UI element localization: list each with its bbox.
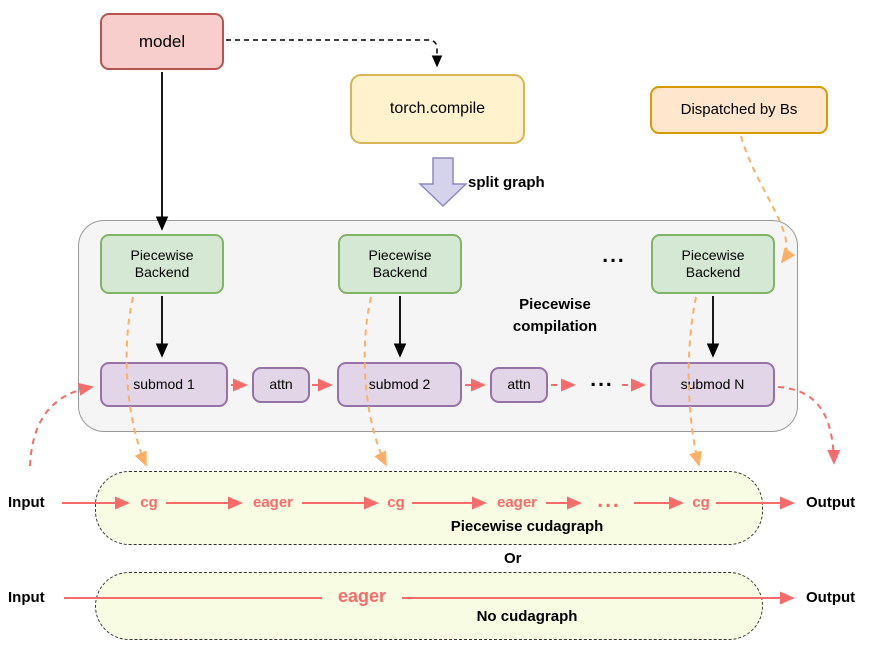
attn-1-label: attn — [269, 376, 293, 393]
torch-compile-label: torch.compile — [389, 100, 486, 117]
output-label-1: Output — [806, 494, 856, 511]
submod-n-node: submod N — [650, 362, 775, 407]
piecewise-backend-n: Piecewise Backend — [651, 234, 775, 294]
split-graph-block-arrow — [418, 157, 468, 208]
piecewise-compilation-label: Piecewise compilation — [512, 296, 598, 335]
piecewise-backend-2-label: Piecewise Backend — [368, 246, 432, 281]
piecewise-backend-1: Piecewise Backend — [100, 234, 224, 294]
arrow-model-to-torchcompile — [226, 39, 443, 68]
eager-label-2: eager — [496, 494, 538, 511]
attn-node-2: attn — [490, 367, 548, 403]
backend-ellipsis: ... — [602, 244, 626, 267]
input-label-1: Input — [8, 494, 45, 511]
submod-1-node: submod 1 — [100, 362, 228, 407]
split-graph-label: split graph — [468, 174, 545, 191]
cg-label-2: cg — [387, 494, 405, 511]
submod-ellipsis: ... — [590, 368, 614, 391]
no-cudagraph-label: No cudagraph — [476, 608, 578, 625]
submod-n-label: submod N — [680, 375, 745, 392]
model-node: model — [100, 13, 224, 70]
eager-label-1: eager — [252, 494, 294, 511]
dispatched-by-bs-label: Dispatched by Bs — [680, 100, 798, 118]
piecewise-cudagraph-box — [95, 471, 763, 545]
or-label: Or — [504, 550, 522, 567]
submod-1-label: submod 1 — [133, 375, 195, 392]
attn-2-label: attn — [507, 376, 531, 393]
output-label-2: Output — [806, 589, 856, 606]
submod-2-node: submod 2 — [337, 362, 462, 407]
eager-full-label: eager — [322, 586, 402, 607]
piecewise-cudagraph-label: Piecewise cudagraph — [450, 518, 604, 535]
piecewise-backend-n-label: Piecewise Backend — [681, 246, 745, 281]
no-cudagraph-box — [95, 572, 763, 640]
cudagraph-ellipsis: ... — [597, 489, 621, 512]
piecewise-backend-2: Piecewise Backend — [338, 234, 462, 294]
torch-compile-node: torch.compile — [350, 74, 525, 144]
piecewise-backend-1-label: Piecewise Backend — [130, 246, 194, 281]
input-label-2: Input — [8, 589, 45, 606]
submod-2-label: submod 2 — [368, 375, 431, 392]
model-label: model — [138, 31, 186, 51]
cg-label-1: cg — [140, 494, 158, 511]
dispatched-by-bs-node: Dispatched by Bs — [650, 86, 828, 134]
attn-node-1: attn — [252, 367, 310, 403]
cg-label-3: cg — [692, 494, 710, 511]
